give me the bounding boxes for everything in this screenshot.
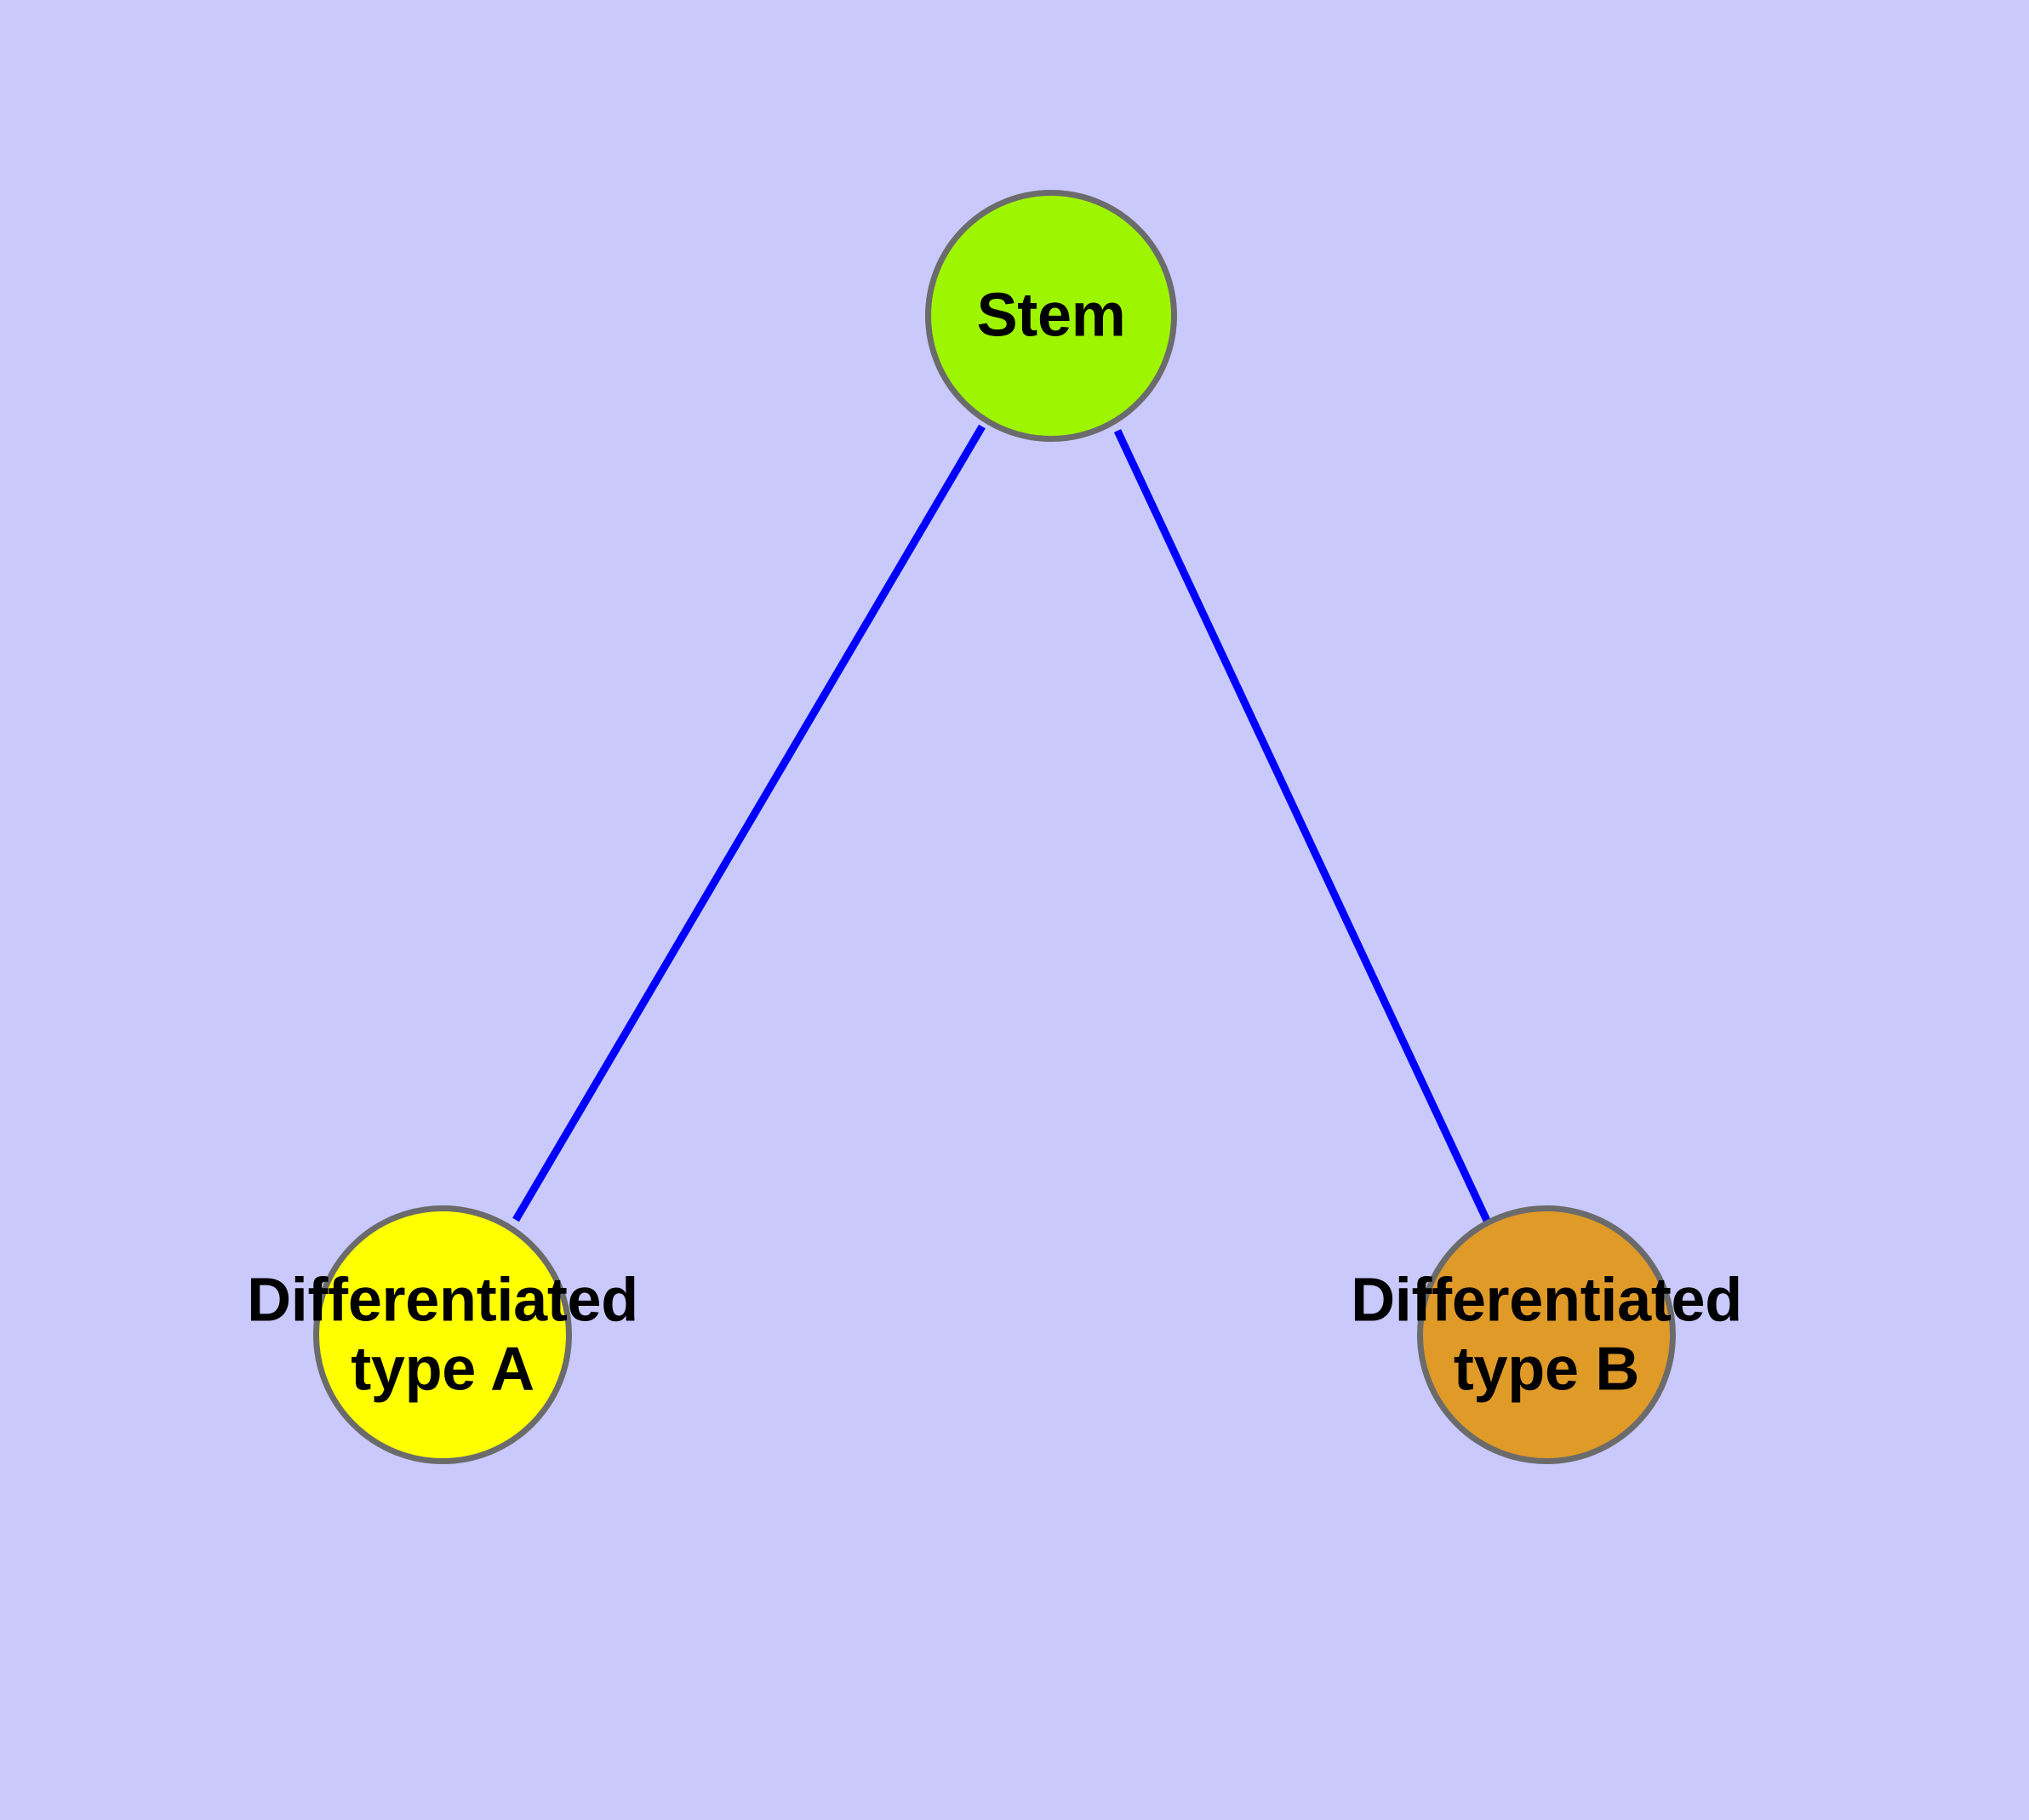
graph-node-stem[interactable] — [925, 190, 1177, 442]
edge-layer — [512, 424, 1493, 1226]
graph-edge-stem-to-a[interactable] — [512, 424, 986, 1222]
node-layer — [313, 190, 1676, 1464]
graph-node-diff_a[interactable] — [313, 1205, 572, 1464]
graph-edge-stem-to-b[interactable] — [1113, 429, 1493, 1226]
graph-node-diff_b[interactable] — [1417, 1205, 1676, 1464]
